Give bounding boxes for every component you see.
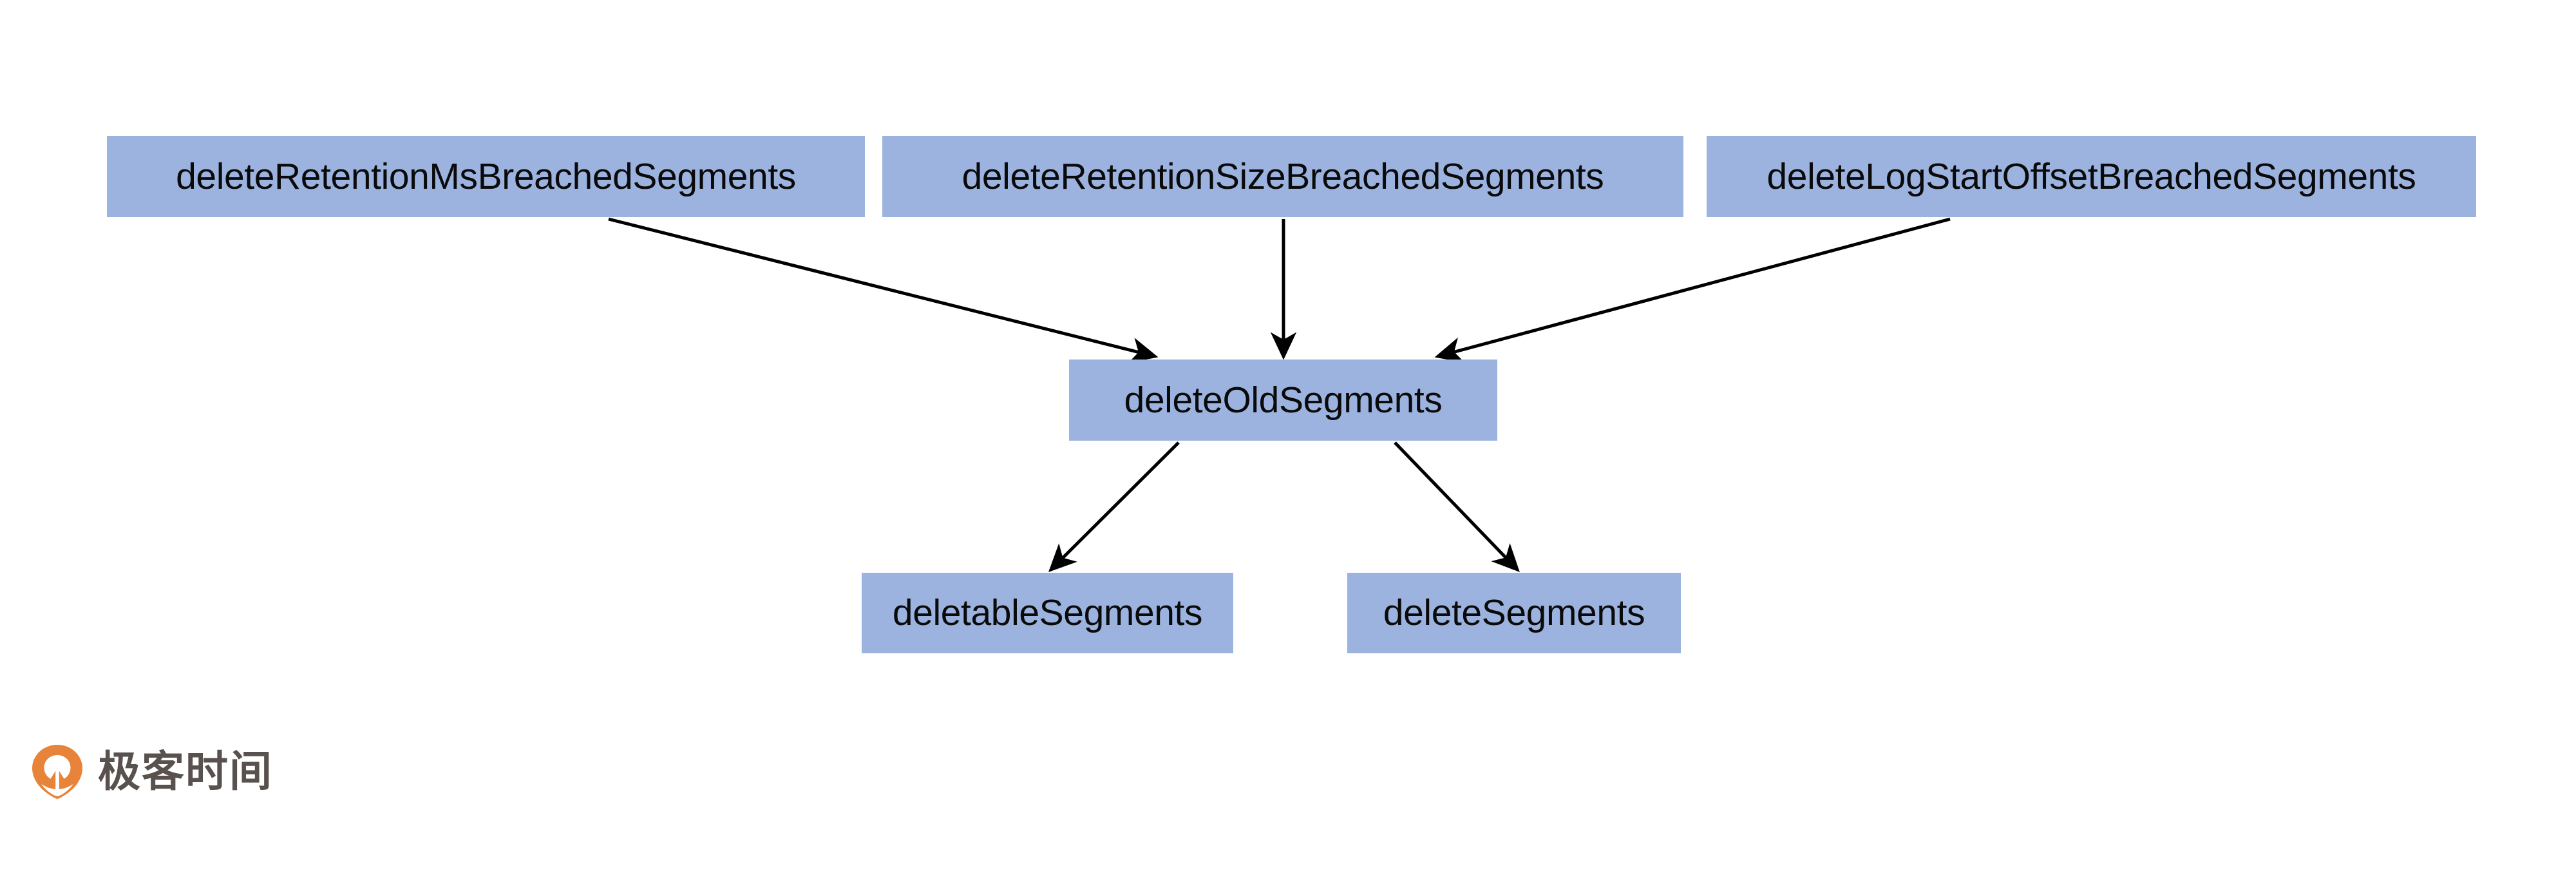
edge-old-to-delete bbox=[1394, 441, 1520, 573]
node-delete-retention-size-breached-segments[interactable]: deleteRetentionSizeBreachedSegments bbox=[882, 136, 1683, 217]
node-label: deleteSegments bbox=[1383, 592, 1645, 633]
geektime-pin-logo-icon bbox=[32, 745, 82, 799]
edge-lso-to-old bbox=[1434, 217, 1951, 363]
watermark-logo: 极客时间 bbox=[31, 744, 273, 800]
watermark-brand-text: 极客时间 bbox=[98, 747, 273, 796]
edge-ms-to-old bbox=[608, 217, 1159, 363]
node-label: deleteRetentionSizeBreachedSegments bbox=[961, 155, 1604, 197]
node-delete-old-segments[interactable]: deleteOldSegments bbox=[1069, 360, 1497, 441]
node-delete-log-start-offset-breached-segments[interactable]: deleteLogStartOffsetBreachedSegments bbox=[1707, 136, 2476, 217]
node-deletable-segments[interactable]: deletableSegments bbox=[862, 573, 1233, 653]
node-delete-retention-ms-breached-segments[interactable]: deleteRetentionMsBreachedSegments bbox=[107, 136, 865, 217]
edge-old-to-deletable bbox=[1048, 441, 1180, 572]
node-label: deleteOldSegments bbox=[1124, 379, 1443, 421]
node-label: deleteLogStartOffsetBreachedSegments bbox=[1766, 155, 2416, 197]
node-label: deletableSegments bbox=[892, 592, 1203, 633]
node-label: deleteRetentionMsBreachedSegments bbox=[176, 155, 796, 197]
node-delete-segments[interactable]: deleteSegments bbox=[1347, 573, 1681, 653]
